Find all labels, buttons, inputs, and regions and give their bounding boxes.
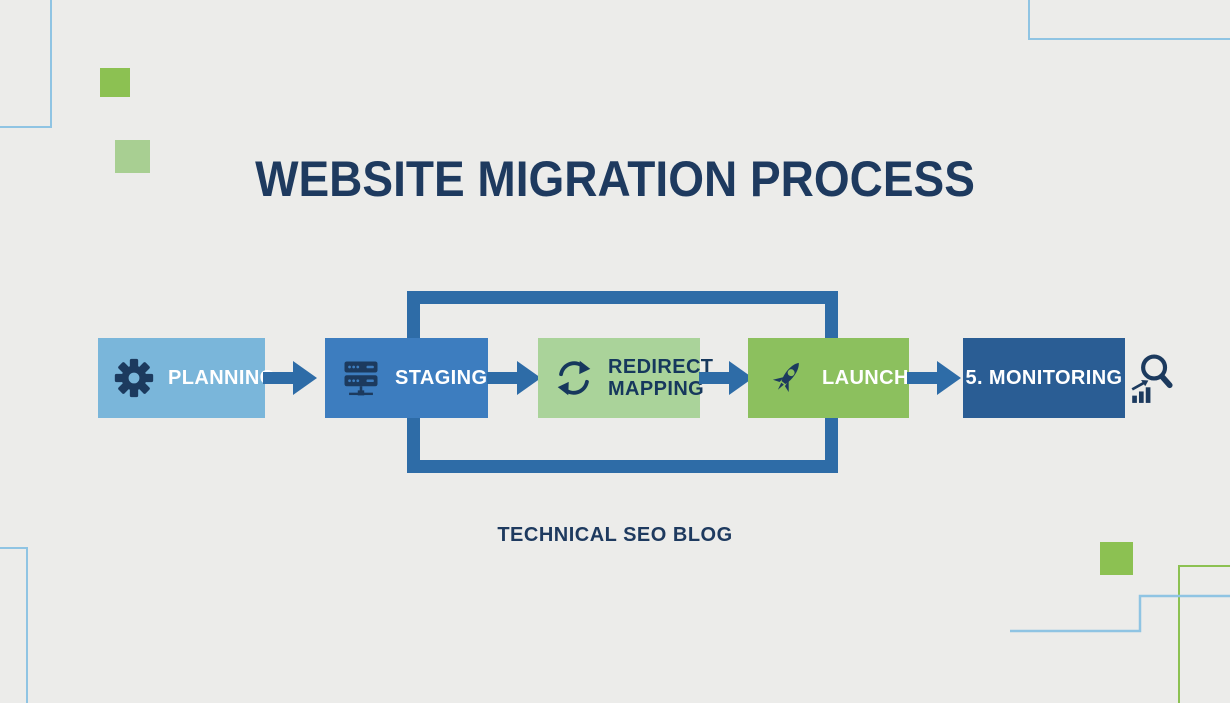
sync-icon xyxy=(557,360,591,396)
search-chart-icon xyxy=(1131,354,1173,403)
green-square-top-left xyxy=(100,68,130,97)
light-green-square-top-left xyxy=(115,140,150,173)
step-redirect-mapping: REDIRECT MAPPING xyxy=(538,338,713,418)
corner-outline-top-left xyxy=(0,0,52,128)
step-label-launch: LAUNCH xyxy=(822,366,909,389)
step-launch: LAUNCH xyxy=(748,338,909,418)
step-staging: STAGING xyxy=(325,338,488,418)
flow-arrow-icon xyxy=(907,361,961,395)
corner-outline-bottom-left xyxy=(0,547,28,703)
green-square-bottom-right xyxy=(1100,542,1133,575)
flow-arrow-icon xyxy=(263,361,317,395)
page-title: WEBSITE MIGRATION PROCESS xyxy=(255,151,975,207)
server-icon xyxy=(344,361,378,396)
corner-outline-green-bottom-right xyxy=(1178,565,1230,703)
step-planning: PLANNING xyxy=(98,338,275,418)
corner-outline-top-right xyxy=(1028,0,1230,40)
rocket-icon xyxy=(772,362,799,393)
gear-icon xyxy=(114,358,154,398)
flow-arrow-icon xyxy=(699,361,753,395)
flow-arrow-icon xyxy=(487,361,541,395)
step-label-monitoring: 5. MONITORING xyxy=(965,366,1123,389)
step-label-staging: STAGING xyxy=(395,366,488,389)
step-label-planning: PLANNING xyxy=(168,366,276,389)
stepped-line-bottom-right xyxy=(1010,594,1230,633)
step-label-redirect-mapping: REDIRECT MAPPING xyxy=(608,355,714,400)
footer-text: TECHNICAL SEO BLOG xyxy=(497,524,733,546)
step-monitoring: 5. MONITORING xyxy=(963,338,1125,418)
